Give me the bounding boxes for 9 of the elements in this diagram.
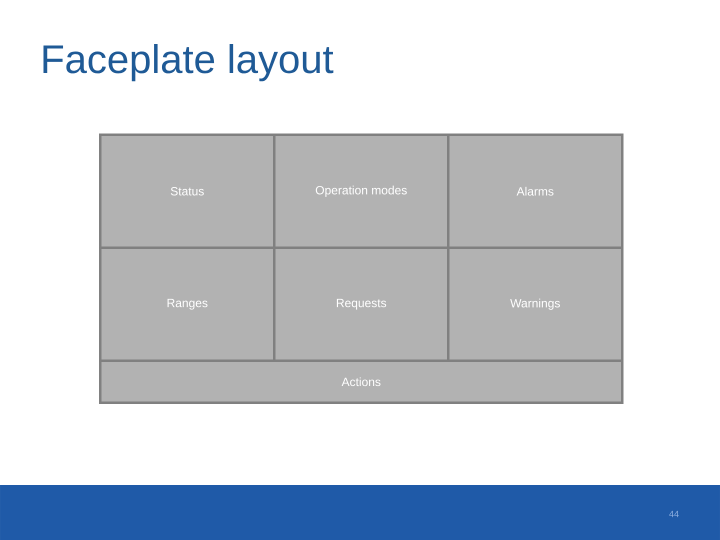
- layout-cell: Operation modes: [273, 134, 450, 249]
- layout-cell: Warnings: [447, 246, 624, 362]
- slide-title: Faceplate layout: [43, 44, 334, 82]
- layout-cell: Actions: [99, 359, 624, 404]
- page-number: 44: [669, 510, 679, 518]
- layout-cell: Status: [99, 134, 276, 249]
- layout-cell: Alarms: [447, 134, 624, 249]
- layout-cell: Ranges: [99, 246, 276, 362]
- layout-cell: Requests: [273, 246, 450, 362]
